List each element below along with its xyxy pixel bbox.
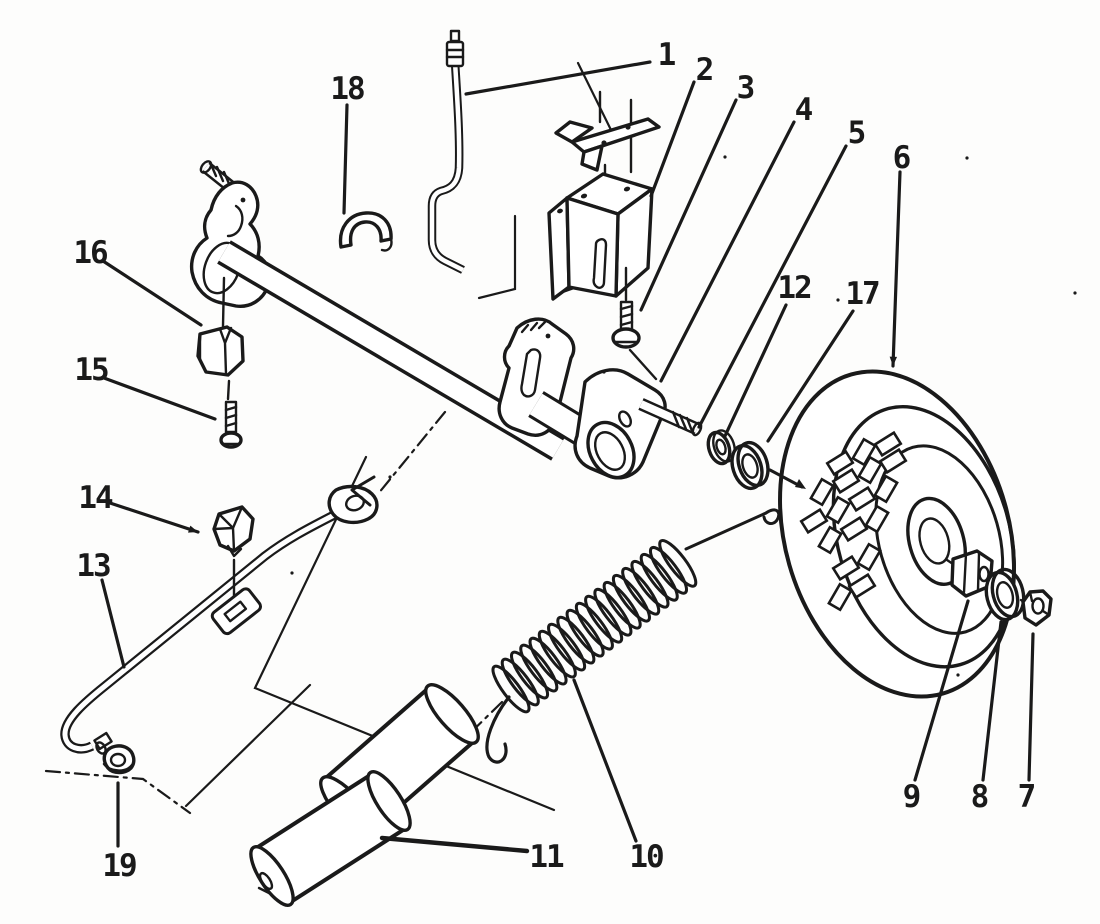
callout-label-7: 7 (1018, 779, 1035, 815)
callout-label-5: 5 (848, 115, 865, 151)
washer-seat-arrow (768, 468, 806, 489)
leader-line-2 (649, 80, 696, 198)
tension-spring (485, 508, 781, 764)
callout-label-16: 16 (73, 235, 107, 271)
leader-line-8 (981, 620, 1003, 782)
leader-line-10 (572, 678, 638, 843)
callout-label-11: 11 (529, 839, 564, 875)
retainer-clip (196, 325, 245, 377)
lever-clevis (327, 484, 379, 525)
callout-label-2: 2 (696, 52, 713, 88)
roller-lower (249, 770, 412, 907)
callout-label-4: 4 (795, 92, 813, 128)
leader-line-12 (723, 303, 788, 438)
large-washer (730, 440, 770, 491)
small-washer (706, 429, 736, 466)
cable-rod (427, 29, 465, 274)
callout-label-9: 9 (903, 779, 920, 815)
leader-line-15 (102, 376, 217, 421)
flange-nut (95, 741, 136, 775)
callout-label-13: 13 (76, 548, 110, 584)
hex-nut (1021, 589, 1053, 627)
leader-line-11 (379, 835, 530, 854)
leader-line-17 (766, 309, 855, 443)
callout-label-6: 6 (893, 140, 910, 176)
lever-grip (210, 587, 262, 636)
leader-line-1 (464, 60, 652, 96)
callout-label-8: 8 (971, 779, 988, 815)
knob-cap (212, 505, 255, 598)
leader-line-5 (697, 144, 848, 429)
flat-washer (984, 567, 1026, 622)
leader-arrowhead-14 (188, 525, 198, 533)
callout-label-15: 15 (74, 352, 108, 388)
callout-label-3: 3 (737, 70, 754, 106)
leader-line-7 (1027, 632, 1035, 782)
leader-line-18 (342, 103, 349, 215)
hub-spacer (950, 549, 1028, 606)
clevis-hook-arrow (350, 475, 376, 507)
leader-line-16 (101, 259, 203, 327)
callout-label-1: 1 (658, 37, 676, 73)
leader-arrowhead-6 (889, 356, 898, 366)
callout-leader-lines (100, 60, 1035, 854)
axle-bolt (638, 398, 703, 437)
wheel (778, 369, 1016, 699)
cable-ferrule (445, 29, 465, 68)
height-indicator (554, 90, 661, 194)
leader-line-4 (659, 120, 796, 383)
scan-speckles (290, 155, 1077, 677)
leader-line-9 (913, 599, 970, 782)
callout-label-14: 14 (78, 480, 113, 516)
leader-line-13 (100, 578, 126, 669)
callout-label-19: 19 (102, 848, 136, 884)
clip-screw (219, 276, 243, 449)
leader-line-3 (639, 98, 738, 312)
callout-label-12: 12 (777, 270, 811, 306)
callout-label-17: 17 (845, 276, 879, 312)
bearing-half-bushing (338, 211, 393, 252)
callout-label-18: 18 (330, 71, 364, 107)
adjuster-bracket-housing (547, 172, 654, 301)
roller-tubes (249, 683, 480, 907)
adjuster-lever-rod (60, 484, 379, 754)
adjuster-screw (611, 266, 658, 381)
callout-label-10: 10 (629, 839, 663, 875)
leader-line-6 (891, 170, 902, 368)
leader-line-14 (108, 501, 200, 534)
adjuster-cam-plate (573, 368, 667, 480)
